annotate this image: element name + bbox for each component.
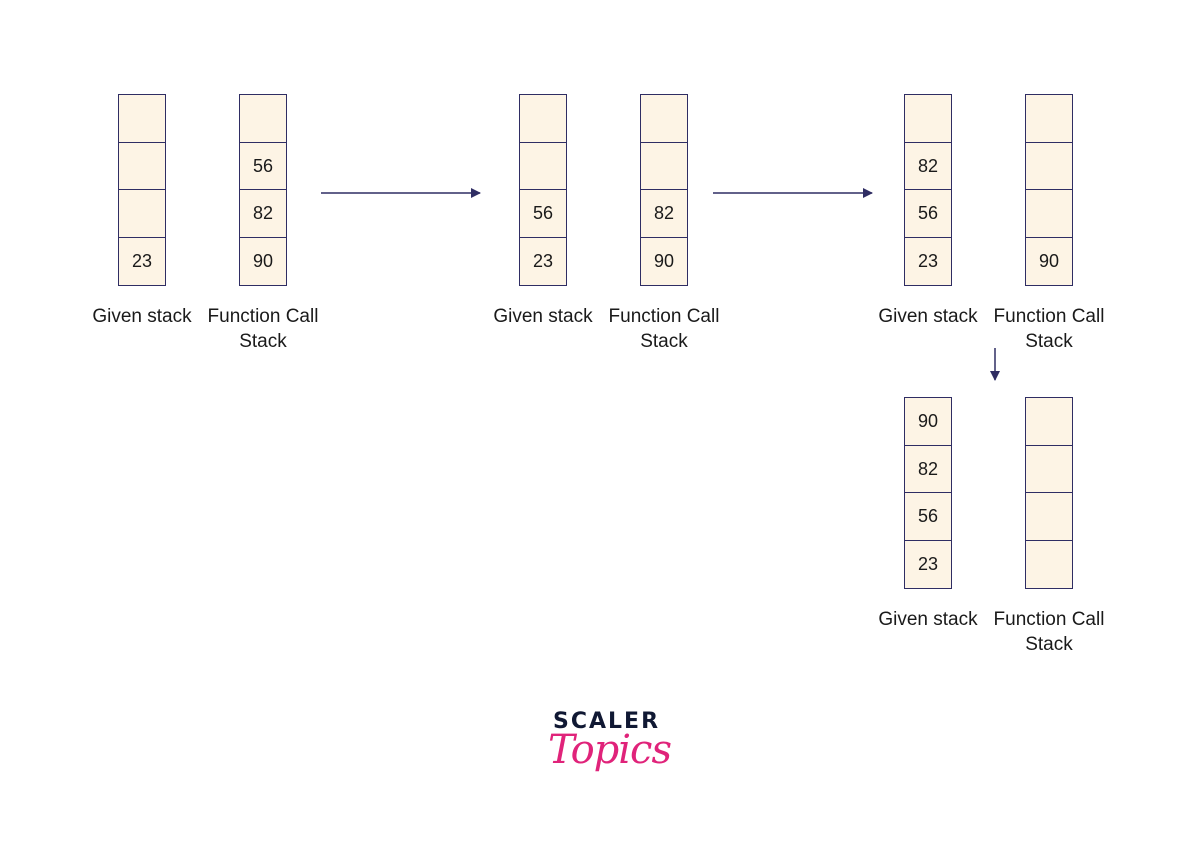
scaler-topics-logo: SCALER Topics <box>540 705 672 805</box>
stack-cell: 23 <box>904 236 952 286</box>
given-stack-label: Given stack <box>92 306 192 327</box>
function-call-stack-state-1: 56 82 90 <box>239 94 287 286</box>
given-stack-label: Given stack <box>493 306 593 327</box>
stack-cell <box>519 94 567 143</box>
stack-cell <box>1025 397 1073 446</box>
stack-cell: 90 <box>640 236 688 286</box>
logo-scaler-text: SCALER <box>553 709 661 734</box>
given-stack-state-2: 56 23 <box>519 94 567 286</box>
given-stack-label: Given stack <box>878 306 978 327</box>
stack-cell: 90 <box>904 397 952 446</box>
given-stack-state-4: 90 82 56 23 <box>904 397 952 589</box>
given-stack-state-3: 82 56 23 <box>904 94 952 286</box>
function-call-stack-state-4 <box>1025 397 1073 589</box>
function-call-stack-label: Function Call Stack <box>207 306 319 352</box>
stack-cell: 23 <box>904 539 952 589</box>
stack-cell: 82 <box>239 189 287 238</box>
stack-cell: 56 <box>239 141 287 191</box>
stack-cell <box>1025 141 1073 191</box>
logo-topics-text: Topics <box>548 727 672 773</box>
function-call-stack-state-3: 90 <box>1025 94 1073 286</box>
stack-cell: 82 <box>904 444 952 494</box>
stack-cell: 56 <box>519 189 567 238</box>
stack-cell <box>1025 444 1073 494</box>
stack-cell <box>118 141 166 191</box>
stack-cell: 56 <box>904 492 952 541</box>
stack-cell: 82 <box>904 141 952 191</box>
stack-cell: 82 <box>640 189 688 238</box>
function-call-stack-label: Function Call Stack <box>993 609 1105 655</box>
given-stack-label: Given stack <box>878 609 978 630</box>
function-call-stack-state-2: 82 90 <box>640 94 688 286</box>
given-stack-state-1: 23 <box>118 94 166 286</box>
function-call-stack-label: Function Call Stack <box>993 306 1105 352</box>
stack-cell: 23 <box>118 236 166 286</box>
stack-cell <box>904 94 952 143</box>
stack-cell: 90 <box>239 236 287 286</box>
stack-cell <box>640 94 688 143</box>
stack-cell <box>1025 492 1073 541</box>
stack-cell <box>1025 539 1073 589</box>
stack-cell: 23 <box>519 236 567 286</box>
stack-cell <box>640 141 688 191</box>
stack-cell <box>118 94 166 143</box>
stack-cell <box>239 94 287 143</box>
stack-cell <box>1025 189 1073 238</box>
stack-cell <box>118 189 166 238</box>
stack-cell <box>519 141 567 191</box>
stack-cell: 56 <box>904 189 952 238</box>
function-call-stack-label: Function Call Stack <box>608 306 720 352</box>
stack-cell <box>1025 94 1073 143</box>
stack-cell: 90 <box>1025 236 1073 286</box>
